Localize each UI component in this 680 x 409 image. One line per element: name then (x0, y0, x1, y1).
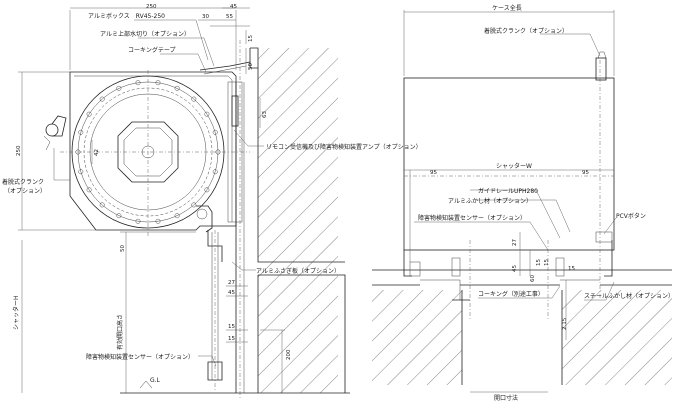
aluminum-box-outline (69, 71, 237, 231)
roll-bolt (86, 187, 92, 193)
dim-30: 30 (202, 14, 209, 20)
left-wall-outline (250, 47, 346, 393)
roll-bolt (212, 169, 218, 175)
roll-bolt (99, 96, 105, 102)
roll-bolt (191, 202, 197, 208)
dim-27: 27 (228, 280, 235, 286)
right-floor-hatch-right (562, 290, 672, 385)
dim-250-top: 250 (146, 4, 157, 10)
roll-bolt (78, 169, 84, 175)
dim-15a-right: 15 (536, 259, 542, 266)
label-opening-width: 開口寸法 (494, 394, 518, 402)
label-remote-receiver: リモコン受信機及び障害物検知装置アンプ（オプション） (266, 143, 422, 151)
label-steel-cover: スチールふかし材（オプション） (584, 292, 674, 300)
label-gl: G.L (150, 377, 161, 384)
upper-flashing-shape (199, 61, 251, 71)
dim-45b: 45 (228, 290, 235, 296)
label-pcv-button: PCVボタン (616, 212, 646, 220)
right-elevation-view: ケース全長 着脱式クランク（オプション） シャッターW ガイドレールUPH280… (372, 4, 674, 402)
roll-bolt (78, 129, 84, 135)
label-crank: 着脱式クランク (2, 178, 44, 186)
dim-200: 200 (286, 349, 292, 360)
label-shutter-w: シャッターW (496, 162, 532, 170)
label-crank-sub: （オプション） (4, 188, 46, 195)
dim-95b: 95 (582, 170, 589, 176)
dim-55: 55 (226, 14, 233, 20)
dim-15b: 15 (228, 324, 235, 330)
label-upper-flashing: アルミ上部水切り（オプション） (100, 30, 190, 38)
dim-250-side: 250 (16, 145, 22, 156)
label-obstacle-sensor: 障害物検知装置センサー（オプション） (86, 353, 194, 361)
roll-bolt (212, 129, 218, 135)
roll-bolt (155, 218, 161, 224)
case-body (403, 77, 615, 251)
dim-60: 60 (530, 275, 536, 282)
roll-bolt (116, 213, 122, 219)
roll-bolt (174, 213, 180, 219)
crank-top (595, 51, 607, 81)
roll-bolt (204, 187, 210, 193)
label-shutter-h: シャッターH (12, 295, 20, 330)
roll-bolt (99, 202, 105, 208)
dim-63: 63 (262, 111, 268, 118)
roll-bolt (135, 80, 141, 86)
octagonal-shaft (117, 121, 179, 183)
dim-27-right: 27 (512, 239, 518, 246)
dim-15c: 15 (228, 336, 235, 342)
guide-rail-left (227, 81, 243, 223)
left-section-view: アルミボックス RV45-250 アルミ上部水切り（オプション） コーキングテー… (2, 4, 422, 400)
label-guide-rail: ガイドレールUPH280 (478, 187, 538, 195)
dim-15a: 15 (248, 35, 254, 42)
dim-50a: 50 (248, 63, 254, 70)
roll-bolt (135, 218, 141, 224)
dim-2-15: 2.15 (562, 317, 568, 330)
dim-45: 45 (230, 4, 237, 10)
label-crank-right: 着脱式クランク（オプション） (484, 27, 568, 35)
left-wall-hatch (258, 48, 338, 393)
roll-bolt (116, 85, 122, 91)
label-caulking: コーキング（別途工事） (478, 290, 544, 298)
label-case-full-length: ケース全長 (492, 4, 522, 12)
dim-15b-right: 15 (544, 259, 550, 266)
dim-50b: 50 (120, 245, 126, 252)
roll-bolt (174, 85, 180, 91)
label-aluminum-box: アルミボックス RV45-250 (88, 12, 165, 20)
dim-42: 42 (94, 149, 100, 156)
roll-bolt (204, 111, 210, 117)
dim-45-right: 45 (512, 265, 518, 272)
label-opening-height: 有効開口高さ (116, 314, 124, 350)
crank-knob (43, 115, 67, 151)
roll-bolt (155, 80, 161, 86)
right-floor-hatch-left (372, 290, 462, 385)
roll-bolt (86, 111, 92, 117)
dim-95a: 95 (430, 170, 437, 176)
dim-15c-right: 15 (568, 266, 575, 272)
label-aluminum-cover-plate: アルミふさぎ板（オプション） (256, 267, 340, 275)
label-caulking-tape: コーキングテープ (128, 46, 175, 54)
label-obstacle-sensor-right: 障害物検知装置センサー（オプション） (418, 214, 526, 222)
roll-bolt (191, 96, 197, 102)
label-aluminum-cover-right: アルミふかし材（オプション） (448, 197, 532, 205)
